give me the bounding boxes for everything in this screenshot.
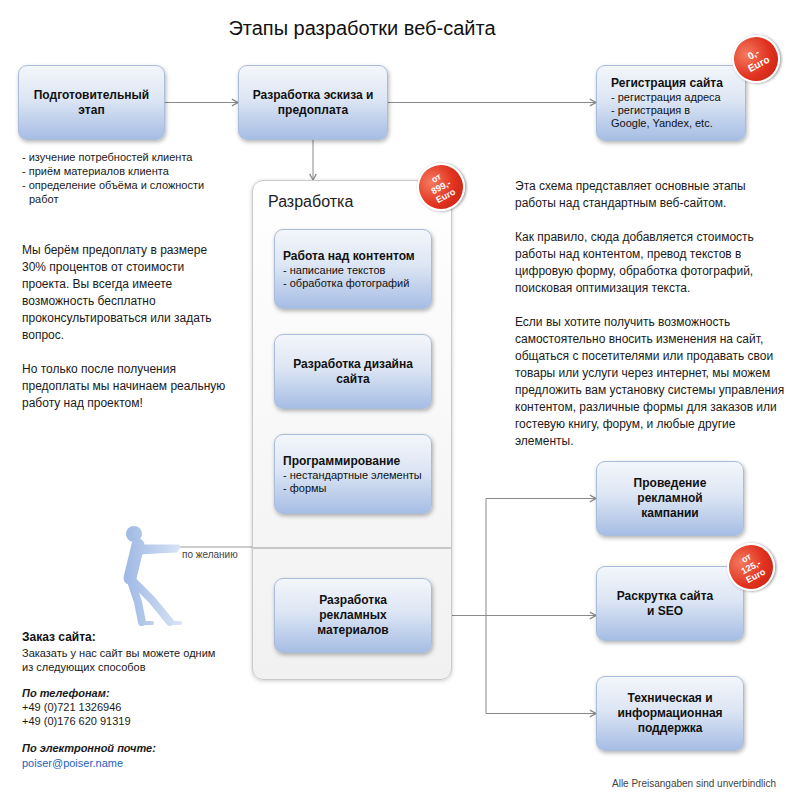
text-holder: Раскрутка сайта и SEO: [615, 589, 715, 619]
box-label: Техническая и информационная поддержка: [607, 691, 733, 736]
connector-line: [432, 616, 596, 714]
group-divider: [253, 547, 451, 550]
connector-line: [432, 499, 596, 616]
connector: [165, 99, 238, 106]
bullet-item: - определение объёма и сложности работ: [22, 178, 212, 206]
footnote: Alle Preisangaben sind unverbindlich: [612, 778, 797, 790]
paragraph: Как правило, сюда добавляется стоимость …: [515, 229, 787, 297]
text-holder: Разработка дизайна сайта: [285, 357, 421, 387]
process-box: Техническая и информационная поддержка: [596, 676, 744, 751]
text-holder: Проведение рекламной кампании: [607, 476, 733, 521]
price-text: от 899,- Euro: [420, 166, 462, 208]
bullet-item: - приём материалов клиента: [22, 164, 242, 178]
paragraph: Эта схема представляет основные этапы ра…: [515, 178, 787, 212]
paragraph: Если вы хотите получить возможность само…: [515, 314, 787, 450]
box-label: Проведение рекламной кампании: [607, 476, 733, 521]
process-box: Разработка рекламных материалов: [274, 578, 432, 653]
box-label: Работа над контентом: [283, 249, 423, 264]
figure-body: [130, 545, 180, 623]
connector: [388, 99, 596, 106]
connector: [432, 495, 596, 615]
connector-line: [313, 140, 314, 180]
contact-subheading: По телефонам:: [22, 686, 222, 700]
text-holder: Программирование- нестандартные элементы…: [283, 454, 423, 495]
process-box: Программирование- нестандартные элементы…: [274, 434, 432, 514]
box-label: Регистрация сайта: [611, 76, 731, 91]
price-text: 0,- Euro: [737, 42, 776, 76]
text-holder: Техническая и информационная поддержка: [607, 691, 733, 736]
connector: [432, 616, 596, 717]
text-holder: от 899,- Euro: [420, 166, 462, 208]
text-holder: Подготовительный этап: [29, 88, 154, 118]
box-label: Разработка эскиза и предоплата: [249, 88, 377, 118]
paragraph: Но только после получения предоплаты мы …: [22, 361, 227, 412]
bullet-item: - нестандартные элементы: [283, 469, 423, 482]
contact-heading: Заказ сайта:: [22, 630, 242, 645]
box-label: Разработка дизайна сайта: [285, 357, 421, 387]
bullet-item: - регистрация в Google, Yandex, etc.: [611, 104, 731, 130]
contact-subheading: По электронной почте:: [22, 741, 222, 755]
box-label: Раскрутка сайта и SEO: [615, 589, 715, 619]
bullet-item: - формы: [283, 482, 423, 495]
process-box: Разработка эскиза и предоплата: [238, 65, 388, 140]
process-box: Подготовительный этап: [18, 65, 165, 140]
price-badge: от 125,- Euro: [719, 535, 784, 600]
process-box: Раскрутка сайта и SEOот 125,- Euro: [596, 566, 744, 641]
process-box: Разработка дизайна сайта: [274, 334, 432, 409]
phone-number: +49 (0)176 620 91319: [22, 714, 222, 728]
price-badge: от 899,- Euro: [409, 155, 474, 220]
text-holder: Регистрация сайта- регистрация адреса- р…: [611, 76, 731, 130]
connector-line: [388, 102, 596, 103]
bullet-item: - регистрация адреса: [611, 91, 731, 104]
group-heading: Разработка: [268, 193, 436, 211]
text-holder: Работа над контентом- написание текстов-…: [283, 249, 423, 290]
connector: [310, 140, 317, 180]
text-holder: 0,- Euro: [737, 42, 776, 76]
price-badge: 0,- Euro: [724, 27, 789, 92]
line-note: по желанию: [182, 549, 262, 561]
bullet-item: - написание текстов: [283, 264, 423, 277]
box-label: Подготовительный этап: [29, 88, 154, 118]
paragraph: Мы берём предоплату в размере 30% процен…: [22, 242, 227, 344]
bullet-item: - изучение потребностей клиента: [22, 150, 242, 164]
phone-number: +49 (0)721 1326946: [22, 700, 222, 714]
text-holder: от 125,- Euro: [730, 546, 772, 588]
contact-text: Заказать у нас сайт вы можете одним из с…: [22, 646, 222, 674]
text-holder: Разработка рекламных материалов: [285, 593, 421, 638]
email-address: poiser@poiser.name: [22, 756, 222, 770]
connector-line: [165, 102, 238, 103]
group-panel: Разработкаот 899,- EuroРабота над контен…: [252, 180, 452, 680]
text-holder: Разработка эскиза и предоплата: [249, 88, 377, 118]
process-box: Проведение рекламной кампании: [596, 461, 744, 536]
diagram-title: Этапы разработки веб-сайта: [192, 17, 532, 40]
pulling-man-figure: [100, 512, 200, 630]
figure-head: [126, 526, 142, 542]
process-box: Работа над контентом- написание текстов-…: [274, 229, 432, 309]
box-label: Программирование: [283, 454, 423, 469]
process-box: Регистрация сайта- регистрация адреса- р…: [596, 65, 746, 141]
bullet-item: - обработка фотографий: [283, 277, 423, 290]
price-text: от 125,- Euro: [730, 546, 772, 588]
box-label: Разработка рекламных материалов: [285, 593, 421, 638]
